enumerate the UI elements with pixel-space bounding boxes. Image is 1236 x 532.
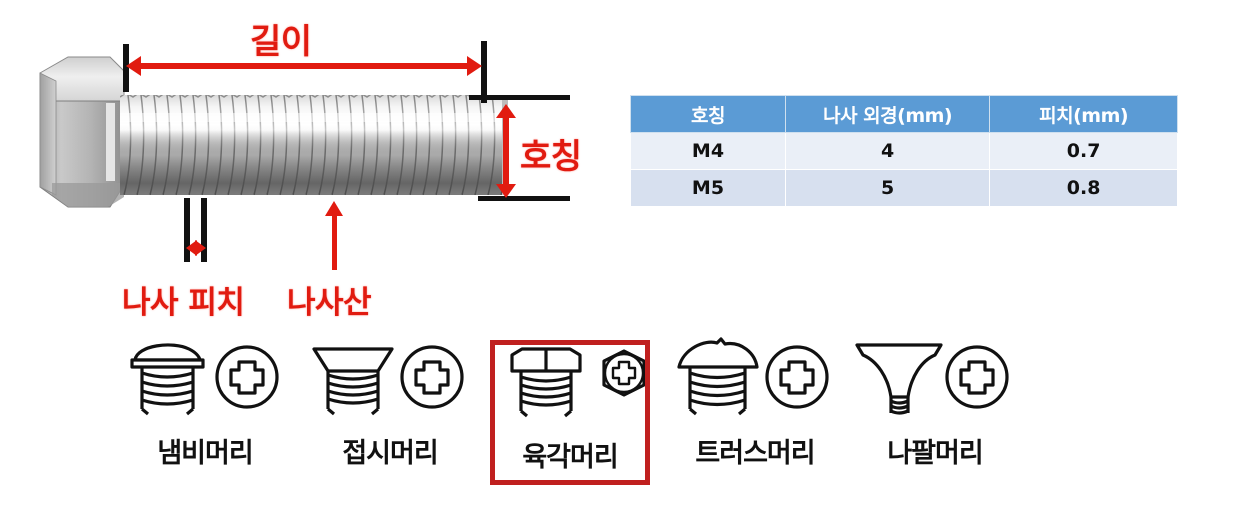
head-type-label: 접시머리 <box>342 438 438 469</box>
flat-head-figure <box>312 345 464 416</box>
cell-outer-diameter: 4 <box>784 132 991 170</box>
head-type-row: 냄비머리 접시머리 <box>0 335 1036 485</box>
spec-table: 호칭 나사 외경(mm) 피치(mm) M4 4 0.7 M5 5 0.8 <box>630 95 1178 207</box>
column-header-nominal: 호칭 <box>630 95 786 133</box>
head-type-label: 나팔머리 <box>887 438 983 469</box>
table-row: M4 4 0.7 <box>630 132 1178 170</box>
head-type-label: 육각머리 <box>522 442 618 473</box>
length-arrow <box>126 56 482 76</box>
pan-head-figure <box>130 343 279 416</box>
nominal-arrow <box>496 104 516 198</box>
label-nominal: 호칭 <box>520 137 582 177</box>
cell-outer-diameter: 5 <box>784 169 991 207</box>
hex-head-highlight-box <box>490 340 650 485</box>
truss-head-figure <box>677 337 829 416</box>
head-type-truss[interactable]: 트러스머리 <box>665 335 845 485</box>
label-pitch: 나사 피치 <box>122 285 245 321</box>
guide-tick-right <box>481 41 487 103</box>
bolt-photo <box>39 56 508 208</box>
head-type-pan[interactable]: 냄비머리 <box>115 335 295 485</box>
head-type-label: 트러스머리 <box>695 438 815 469</box>
cell-nominal: M5 <box>630 169 786 207</box>
guide-tick-pitch-a <box>184 198 190 262</box>
column-header-outer-diameter: 나사 외경(mm) <box>784 95 991 133</box>
table-header-row: 호칭 나사 외경(mm) 피치(mm) <box>630 95 1178 133</box>
head-type-label: 냄비머리 <box>157 438 253 469</box>
bugle-head-figure <box>855 343 1009 415</box>
cell-nominal: M4 <box>630 132 786 170</box>
label-length: 길이 <box>250 22 312 62</box>
hex-head-figure <box>510 347 646 418</box>
guide-line-top <box>469 95 570 100</box>
crest-arrow <box>325 201 343 270</box>
head-type-flat[interactable]: 접시머리 <box>300 335 480 485</box>
column-header-pitch: 피치(mm) <box>989 95 1178 133</box>
cell-pitch: 0.8 <box>989 169 1178 207</box>
table-row: M5 5 0.8 <box>630 169 1178 207</box>
cell-pitch: 0.7 <box>989 132 1178 170</box>
head-type-hex[interactable]: 육각머리 <box>480 335 660 485</box>
guide-line-bottom <box>478 196 570 201</box>
head-type-bugle[interactable]: 나팔머리 <box>845 335 1025 485</box>
guide-tick-pitch-b <box>201 198 207 262</box>
label-crest: 나사산 <box>287 285 372 321</box>
